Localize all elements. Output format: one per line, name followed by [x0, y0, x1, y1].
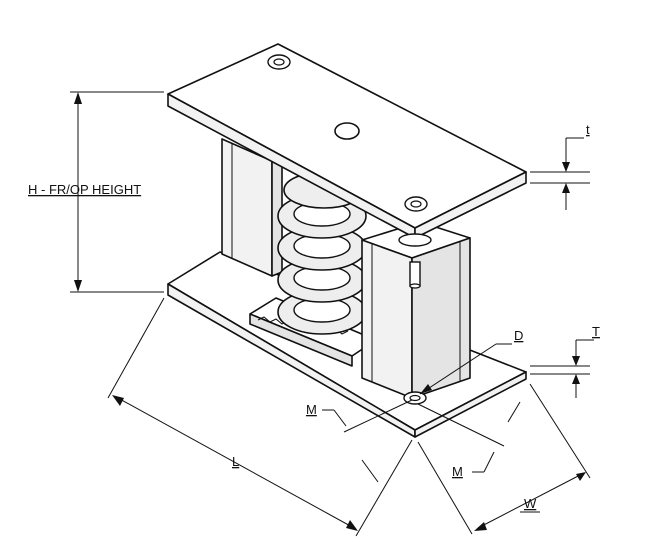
dimension-base-thickness [530, 339, 594, 398]
dimension-top-thickness [530, 137, 590, 210]
length-label: L [232, 454, 239, 469]
leader-hole-diameter [419, 343, 512, 395]
top-thickness-label: t [586, 122, 590, 137]
left-housing [221, 138, 283, 277]
dimension-hole-offset-1 [322, 399, 413, 433]
top-plate-hole-front [404, 196, 428, 212]
top-plate-hole-rear [267, 54, 291, 70]
width-label: W [524, 496, 537, 511]
dimension-length [107, 297, 413, 537]
top-plate [167, 43, 527, 247]
hole-diameter-label: D [514, 328, 523, 343]
hole-offset-2-label: M [452, 464, 463, 479]
spring-coils [277, 171, 367, 335]
hole-offset-1-label: M [306, 402, 317, 417]
dimension-hole-offset-2 [417, 401, 521, 473]
right-housing [361, 221, 471, 399]
dimension-width [417, 383, 591, 535]
height-label: H - FR/OP HEIGHT [28, 182, 141, 197]
top-plate-center-hole [334, 122, 360, 140]
base-thickness-label: T [592, 324, 600, 339]
dimension-height [70, 91, 164, 293]
